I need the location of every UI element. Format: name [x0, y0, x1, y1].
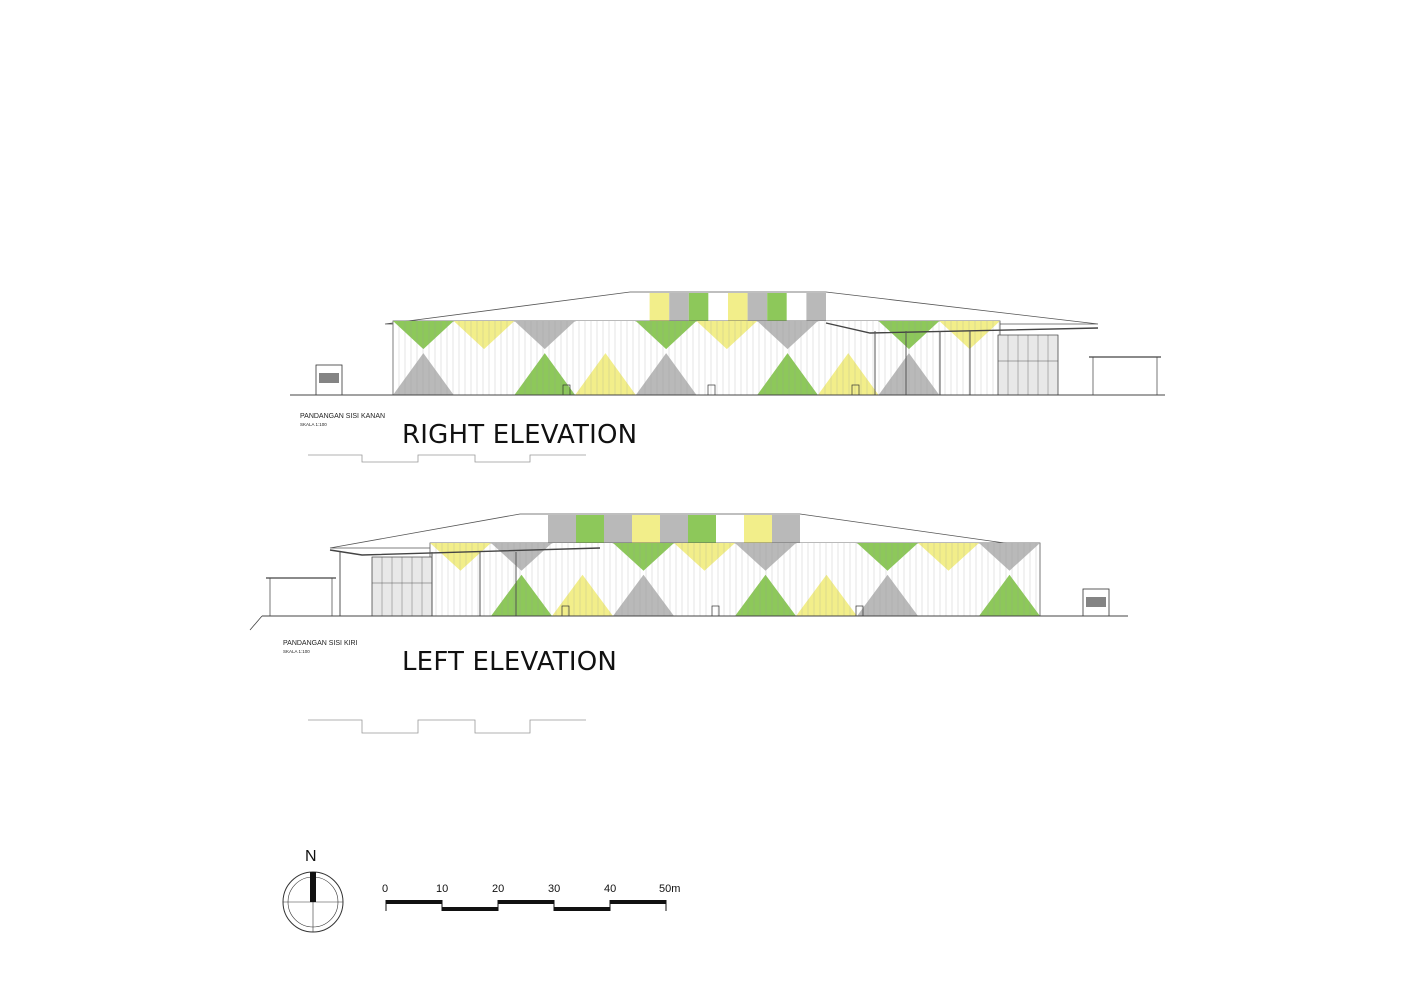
right-elevation-scale: SKALA 1:100	[300, 422, 327, 427]
roof-stripe	[632, 515, 660, 543]
roof-stripe	[520, 515, 548, 543]
facade-panel-lower	[453, 353, 515, 395]
facade-panel-upper	[613, 543, 674, 571]
facade-panel-lower	[979, 574, 1040, 616]
facade-panel-lower	[735, 574, 796, 616]
facade-panel-upper	[735, 543, 796, 571]
scale-segment	[610, 900, 666, 904]
facade-panel-lower	[757, 353, 818, 395]
facade-panel-upper	[979, 543, 1040, 571]
facade-panel-upper	[674, 543, 735, 571]
north-arrow-icon	[282, 871, 344, 933]
facade-panel-lower	[696, 353, 758, 395]
left-elevation-subtitle: PANDANGAN SISI KIRI	[283, 640, 358, 647]
roof-stripe	[604, 515, 632, 543]
facade-panel-upper	[918, 543, 979, 571]
canopy	[329, 547, 601, 556]
facade-panel-upper	[430, 543, 491, 571]
scale-tick-label: 0	[382, 883, 389, 895]
facade-panel-lower	[430, 574, 491, 616]
title-underline-steps	[308, 454, 586, 734]
facade-panel-lower	[918, 574, 979, 616]
roof-stripe	[716, 515, 744, 543]
facade-panel-upper	[453, 321, 515, 350]
roof-stripe	[708, 293, 728, 321]
facade-panel-lower	[393, 353, 454, 395]
facade-panel-upper	[696, 321, 758, 350]
roof-stripe	[806, 293, 826, 321]
left-elevation-scale: SKALA 1:100	[283, 649, 310, 654]
roof-stripe	[660, 515, 688, 543]
roof-stripe	[786, 293, 807, 321]
roof-stripe	[767, 293, 787, 321]
title-underline	[308, 454, 586, 463]
scale-segment	[442, 907, 498, 911]
roof-stripe	[747, 293, 768, 321]
right-elevation-title: RIGHT ELEVATION	[402, 420, 638, 450]
roof-stripe	[688, 515, 716, 543]
facade-panel-lower	[491, 574, 552, 616]
facade-panel-upper	[393, 321, 454, 350]
facade-panel-lower	[514, 353, 576, 395]
facade-panel-upper	[817, 321, 879, 350]
roof-stripe	[630, 293, 650, 321]
roof-stripe	[576, 515, 604, 543]
right-elevation-subtitle: PANDANGAN SISI KANAN	[300, 413, 386, 420]
facade-panel-upper	[857, 543, 918, 571]
facade-panel-lower	[796, 574, 857, 616]
roof-stripe	[772, 515, 800, 543]
facade-panel-lower	[674, 574, 735, 616]
annex-building	[1092, 356, 1158, 396]
scale-tick-label: 10	[436, 883, 449, 895]
scale-tick-label: 30	[548, 883, 561, 895]
left-elevation-title: LEFT ELEVATION	[402, 647, 618, 677]
facade-panel-lower	[817, 353, 879, 395]
roof-stripe	[548, 515, 576, 543]
facade-panel-lower	[613, 574, 674, 616]
facade-panel-upper	[575, 321, 636, 350]
facade-panel-upper	[757, 321, 818, 350]
scale-bar	[385, 900, 667, 911]
scale-segment	[498, 900, 554, 904]
facade-panel-lower	[575, 353, 636, 395]
scale-segment	[386, 900, 442, 904]
roof-stripe	[744, 515, 772, 543]
annex-building	[269, 577, 333, 617]
scale-segment	[554, 907, 610, 911]
scale-tick-label: 20	[492, 883, 505, 895]
facade-panel-upper	[552, 543, 613, 571]
roof-stripe	[688, 293, 709, 321]
left-elevation-drawing	[249, 513, 1128, 631]
roof-stripe	[649, 293, 670, 321]
right-elevation-drawing	[290, 291, 1165, 396]
canopy	[825, 322, 1099, 334]
north-needle	[310, 872, 316, 902]
facade-panel-lower	[857, 574, 918, 616]
facade-panel-upper	[514, 321, 576, 350]
title-underline	[308, 719, 586, 734]
roof-stripe	[669, 293, 689, 321]
facade-panel-upper	[796, 543, 857, 571]
roof-stripe	[728, 293, 748, 321]
scale-tick-label: 40	[604, 883, 617, 895]
scale-tick-label: 50m	[659, 883, 681, 895]
ground-slope	[249, 615, 263, 631]
north-label: N	[305, 848, 317, 865]
